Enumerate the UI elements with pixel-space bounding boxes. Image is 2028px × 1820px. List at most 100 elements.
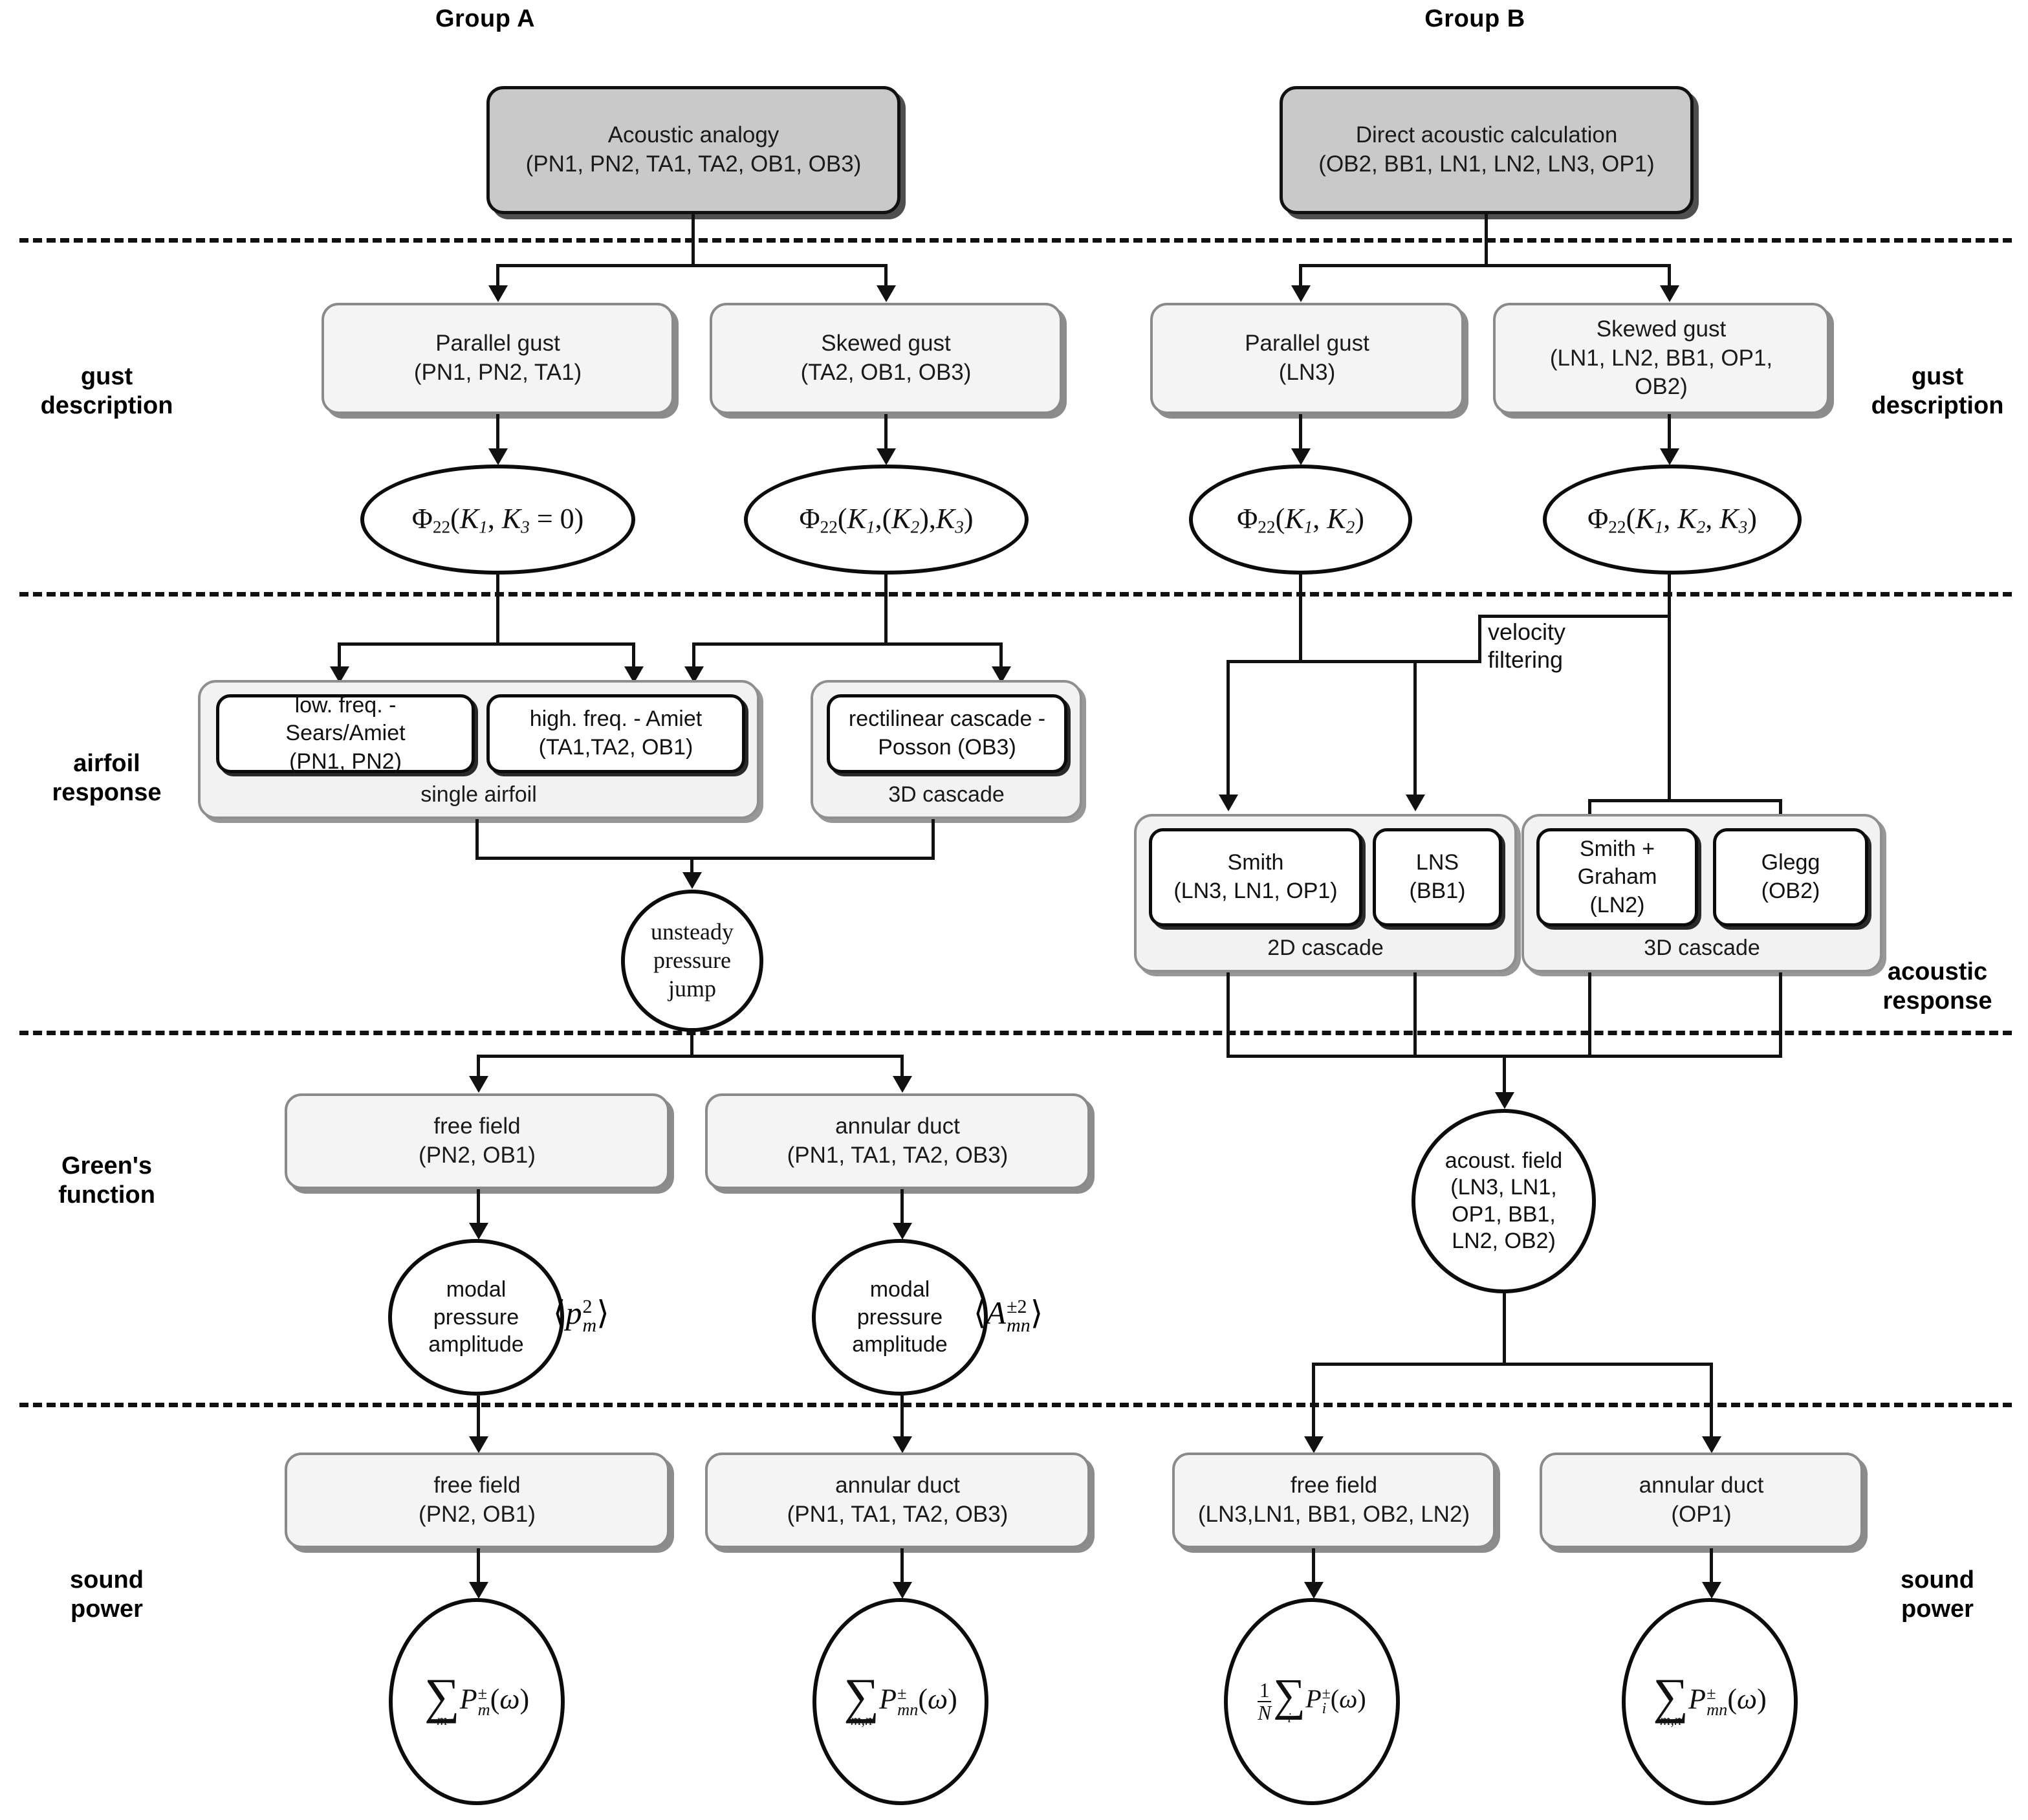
- cluster-b-1-label: 3D cascade: [1644, 936, 1760, 960]
- group-a-airfoil-box-rectilinear[interactable]: rectilinear cascade - Posson (OB3): [827, 694, 1067, 773]
- connector-b-power-right: [1710, 1363, 1713, 1442]
- af-a-0-1-l1: high. freq. - Amiet: [529, 707, 703, 732]
- connector-b-root-split: [1299, 264, 1671, 267]
- group-b-power-box-annularduct[interactable]: annular duct (OP1): [1540, 1453, 1863, 1548]
- pw-b-0-l2: (LN3,LN1, BB1, OB2, LN2): [1197, 1502, 1470, 1527]
- arrow-a-spectrum-1: [877, 448, 896, 465]
- arrow-b-2d-lns: [1406, 795, 1425, 811]
- connector-b-2dcluster-down: [1227, 972, 1230, 1057]
- group-a-root-box[interactable]: Acoustic analogy (PN1, PN2, TA1, TA2, OB…: [486, 86, 900, 214]
- cluster-a-1-label: 3D cascade: [888, 782, 1005, 807]
- group-a-root-line2: (PN1, PN2, TA1, TA2, OB1, OB3): [525, 151, 862, 177]
- ac-b-1-1-l2: (OB2): [1761, 879, 1820, 903]
- connector-a-to-skewed-gust: [884, 264, 888, 290]
- row-label-gust-description-right: gust description: [1871, 363, 2004, 419]
- group-b-acoustic-box-smith-graham[interactable]: Smith + Graham (LN2): [1536, 828, 1698, 926]
- group-a-greens-box-annularduct[interactable]: annular duct (PN1, TA1, TA2, OB3): [705, 1093, 1090, 1189]
- cluster-b-0-label: 2D cascade: [1267, 936, 1384, 960]
- arrow-a-greens-1: [893, 1076, 912, 1093]
- arrow-a-sum-1: [893, 1582, 912, 1599]
- af-a-0-0-l3: (PN1, PN2): [289, 749, 402, 774]
- group-a-root-line1: Acoustic analogy: [607, 122, 780, 148]
- group-b-acoustic-box-smith[interactable]: Smith (LN3, LN1, OP1): [1149, 828, 1362, 926]
- connector-b-3d-fan: [1588, 799, 1782, 802]
- connector-b-smithgraham-down: [1588, 972, 1591, 1057]
- arrow-b-sum-0: [1304, 1582, 1324, 1599]
- connector-a-spec1-stem: [884, 573, 888, 644]
- group-b-power-box-freefield[interactable]: free field (LN3,LN1, BB1, OB2, LN2): [1172, 1453, 1496, 1548]
- arrow-a-modal-0: [469, 1223, 488, 1240]
- group-a-gust-box-skewed[interactable]: Parallel gust Skewed gust (TA2, OB1, OB3…: [710, 303, 1062, 414]
- separator-airfoil: [19, 592, 2012, 597]
- group-b-acoustic-box-glegg[interactable]: Glegg (OB2): [1713, 828, 1868, 926]
- gust-a-0-line1: Parallel gust: [435, 331, 560, 356]
- separator-acoustic-right: [1145, 1031, 2012, 1035]
- group-a-airfoil-box-lowfreq[interactable]: low. freq. - Sears/Amiet (PN1, PN2): [216, 693, 475, 774]
- group-b-acoustic-box-lns[interactable]: LNS (BB1): [1373, 828, 1502, 926]
- connector-b-spec0-stem: [1299, 573, 1302, 662]
- group-b-gust-box-skewed[interactable]: Skewed gust (LN1, LN2, BB1, OP1, OB2): [1493, 303, 1829, 414]
- pj-l2: pressure: [653, 947, 731, 974]
- connector-b-root-stem: [1485, 214, 1488, 266]
- af-b-l4: LN2, OB2): [1452, 1228, 1556, 1253]
- group-a-spectrum-ellipse-0[interactable]: Φ22(K1, K3 = 0): [360, 465, 635, 575]
- group-a-airfoil-box-highfreq[interactable]: high. freq. - Amiet (TA1,TA2, OB1): [486, 694, 745, 773]
- connector-a-merge-bar: [475, 857, 935, 860]
- af-a-0-1-l2: (TA1,TA2, OB1): [538, 735, 693, 760]
- group-b-spectrum-ellipse-1[interactable]: Φ22(K1, K2, K3): [1543, 465, 1802, 575]
- group-b-root-box[interactable]: Direct acoustic calculation (OB2, BB1, L…: [1280, 86, 1694, 214]
- connector-a-modal1-power: [900, 1396, 904, 1441]
- connector-b-power1-sum: [1710, 1548, 1713, 1586]
- gr-a-1-l1: annular duct: [835, 1113, 960, 1139]
- arrow-b-2d-smith: [1219, 795, 1238, 811]
- row-label-gust-description-left: gust description: [40, 363, 173, 419]
- arrow-a-power-0: [469, 1436, 488, 1453]
- arrow-a-sum-0: [469, 1582, 488, 1599]
- connector-a-power1-sum: [900, 1548, 904, 1586]
- group-a-modal-ellipse-0[interactable]: modal pressure amplitude: [388, 1239, 564, 1396]
- group-a-greens-box-freefield[interactable]: free field (PN2, OB1): [285, 1093, 670, 1189]
- gust-a-1-l1: Skewed gust: [821, 331, 951, 356]
- group-a-power-box-freefield[interactable]: free field (PN2, OB1): [285, 1453, 670, 1548]
- gust-b-1-l1: Skewed gust: [1596, 316, 1727, 342]
- connector-a-cluster0-down: [475, 819, 479, 859]
- group-b-title: Group B: [1424, 5, 1525, 32]
- arrow-b-parallel-gust: [1291, 285, 1311, 302]
- group-b-root-line1: Direct acoustic calculation: [1355, 122, 1618, 148]
- group-a-power-box-annularduct[interactable]: annular duct (PN1, TA1, TA2, OB3): [705, 1453, 1090, 1548]
- arrow-a-parallel-gust: [488, 285, 508, 302]
- modal-a-1-text: modal pressure amplitude: [852, 1276, 947, 1359]
- ac-b-0-0-l2: (LN3, LN1, OP1): [1173, 879, 1338, 903]
- group-a-pressure-jump-circle[interactable]: unsteady pressure jump: [621, 890, 763, 1032]
- group-a-spectrum-ellipse-1[interactable]: Φ22(K1,(K2),K3): [744, 465, 1029, 575]
- ac-b-1-0-l3: (LN2): [1589, 892, 1645, 917]
- group-b-gust-box-parallel[interactable]: Parallel gust (LN3): [1150, 303, 1464, 414]
- ac-b-0-1-l1: LNS: [1415, 850, 1459, 875]
- gust-b-1-l2: (LN1, LN2, BB1, OP1,: [1549, 345, 1773, 371]
- connector-b-velocity-filtering-down: [1478, 615, 1481, 663]
- row-label-greens-function: Green's function: [58, 1152, 155, 1209]
- group-b-spectrum-ellipse-0[interactable]: Φ22(K1, K2): [1189, 465, 1412, 575]
- separator-greens: [19, 1031, 1145, 1035]
- connector-a-fan1-right: [999, 642, 1003, 670]
- group-a-modal-ellipse-1[interactable]: modal pressure amplitude: [812, 1239, 988, 1396]
- row-label-sound-power-right: sound power: [1901, 1566, 1974, 1623]
- velocity-filtering-label: velocity filtering: [1488, 619, 1566, 674]
- pw-b-0-l1: free field: [1290, 1473, 1378, 1498]
- gr-a-0-l2: (PN2, OB1): [419, 1143, 536, 1168]
- arrow-a-skewed-gust: [877, 285, 896, 302]
- group-b-acoust-field-circle[interactable]: acoust. field (LN3, LN1, OP1, BB1, LN2, …: [1412, 1109, 1596, 1293]
- gust-a-1-l2: (TA2, OB1, OB3): [800, 360, 972, 385]
- connector-a-pj-stem: [690, 1032, 693, 1057]
- connector-a-root-split: [496, 264, 888, 267]
- connector-b-power0-sum: [1312, 1548, 1315, 1586]
- group-a-gust-box-parallel[interactable]: Parallel gust (PN1, PN2, TA1): [322, 303, 674, 414]
- gust-a-0-line2: (PN1, PN2, TA1): [413, 360, 582, 385]
